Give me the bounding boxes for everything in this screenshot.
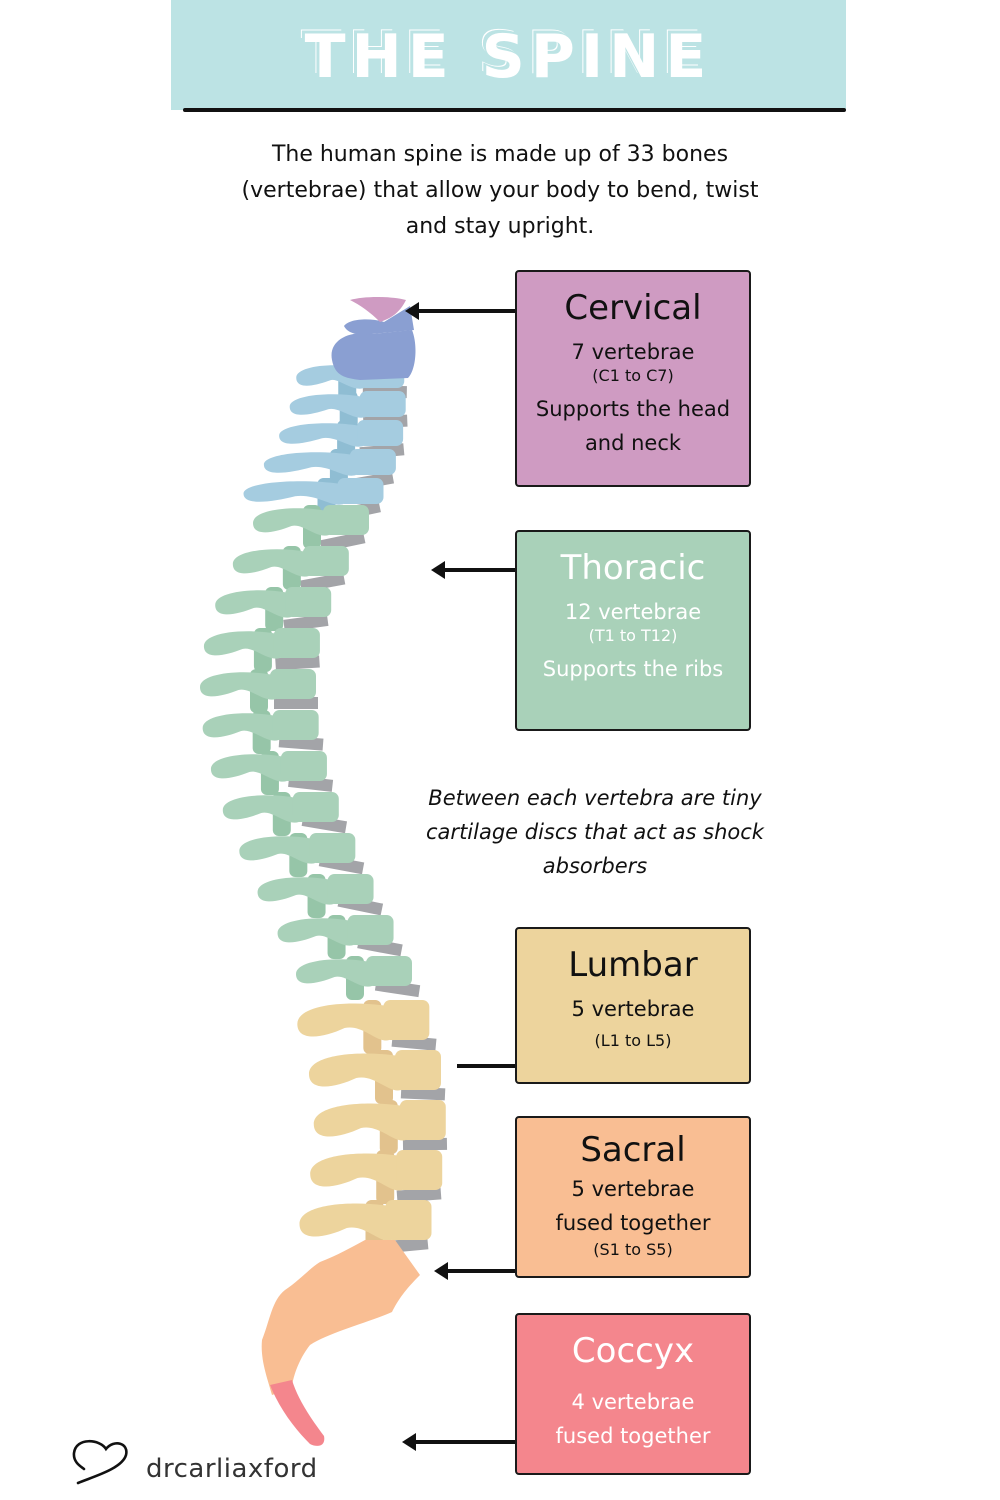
region-range: (S1 to S5) [593, 1240, 673, 1259]
region-name: Lumbar [568, 945, 698, 985]
region-description: fused together [555, 1211, 711, 1235]
spinous-process [239, 836, 316, 864]
spinous-process [277, 918, 354, 946]
spinous-process [253, 508, 329, 536]
intro-text: The human spine is made up of 33 bones (… [241, 142, 759, 239]
lumbar-connector [457, 1064, 515, 1068]
spinous-process [232, 549, 309, 577]
heart-outline-icon [72, 1439, 128, 1485]
vertebral-body [337, 478, 384, 504]
region-name: Sacral [580, 1130, 686, 1170]
vertebral-body [272, 710, 319, 740]
vertebral-body [347, 915, 394, 945]
region-range: (T1 to T12) [588, 626, 678, 645]
axis-vertebra-c2 [331, 330, 416, 380]
vertebral-body [366, 956, 412, 986]
spinous-process [310, 1153, 403, 1191]
lumbar-info-box: Lumbar 5 vertebrae (L1 to L5) [515, 927, 751, 1084]
page-title: THE SPINE [304, 22, 713, 92]
spinous-process [203, 631, 280, 659]
atlas-vertebra-c1 [350, 297, 406, 322]
thoracic-arrow [431, 561, 515, 579]
vertebral-body [349, 449, 396, 475]
cervical-arrow [405, 302, 515, 320]
region-count: 12 vertebrae [564, 600, 702, 624]
title-underline [183, 108, 846, 112]
vertebral-body [302, 546, 349, 576]
region-description: Supports the ribs [542, 657, 724, 681]
spinous-process [210, 754, 287, 782]
sacral-info-box: Sacral 5 vertebrae fused together (S1 to… [515, 1116, 751, 1278]
vertebral-body [323, 505, 369, 535]
vertebral-body [309, 833, 356, 863]
region-count: 4 vertebrae [571, 1390, 695, 1414]
spinous-process [222, 795, 299, 823]
coccyx-info-box: Coccyx 4 vertebrae fused together [515, 1313, 751, 1475]
disc-note: Between each vertebra are tiny cartilage… [426, 786, 764, 878]
thoracic-info-box: Thoracic 12 vertebrae (T1 to T12) Suppor… [515, 530, 751, 731]
intervertebral-disc [275, 655, 320, 671]
region-count: 5 vertebrae [571, 1177, 695, 1201]
spinous-process [257, 877, 334, 905]
title-banner: THE SPINE [171, 0, 846, 110]
region-range: (L1 to L5) [594, 1031, 672, 1050]
vertebral-body [327, 874, 374, 904]
vertebral-body [285, 587, 332, 617]
vertebral-body [396, 1150, 443, 1190]
vertebral-body [273, 628, 320, 658]
region-count: 7 vertebrae [571, 340, 695, 364]
spinous-process [296, 959, 372, 987]
vertebral-body [383, 1000, 430, 1040]
region-description: Supports the head and neck [535, 397, 731, 455]
vertebral-body [359, 391, 406, 417]
sacrum [261, 1240, 420, 1395]
spinous-process [243, 481, 344, 505]
spinous-process [263, 452, 356, 476]
spinous-process [299, 1203, 392, 1241]
region-name: Coccyx [571, 1331, 695, 1371]
intervertebral-disc [274, 697, 318, 709]
coccyx [270, 1380, 325, 1446]
sacral-arrow [434, 1262, 515, 1280]
vertebral-body [357, 420, 404, 446]
spinous-process [313, 1103, 406, 1141]
region-description: fused together [555, 1424, 711, 1448]
spinous-process [202, 713, 279, 741]
region-count: 5 vertebrae [571, 997, 695, 1021]
intervertebral-disc [396, 1187, 442, 1203]
spinous-process [289, 394, 366, 418]
vertebral-body [385, 1200, 432, 1240]
region-name: Cervical [564, 288, 702, 328]
spinous-process [297, 1003, 390, 1041]
region-name: Thoracic [560, 548, 706, 588]
vertebral-body [395, 1050, 441, 1090]
vertebral-body [292, 792, 339, 822]
spinous-process [279, 423, 364, 447]
region-range: (C1 to C7) [592, 366, 674, 385]
vertebral-body [270, 669, 316, 699]
coccyx-arrow [402, 1433, 515, 1451]
spinous-process [309, 1053, 401, 1091]
brand-name: drcarliaxford [146, 1454, 318, 1484]
c2-process [344, 306, 414, 335]
cervical-info-box: Cervical 7 vertebrae (C1 to C7) Supports… [515, 270, 751, 487]
intervertebral-disc [402, 1137, 448, 1151]
intervertebral-disc [283, 613, 329, 632]
vertebral-body [280, 751, 327, 781]
spinous-process [215, 590, 292, 618]
spinous-process [200, 672, 276, 700]
vertebral-body [399, 1100, 446, 1140]
